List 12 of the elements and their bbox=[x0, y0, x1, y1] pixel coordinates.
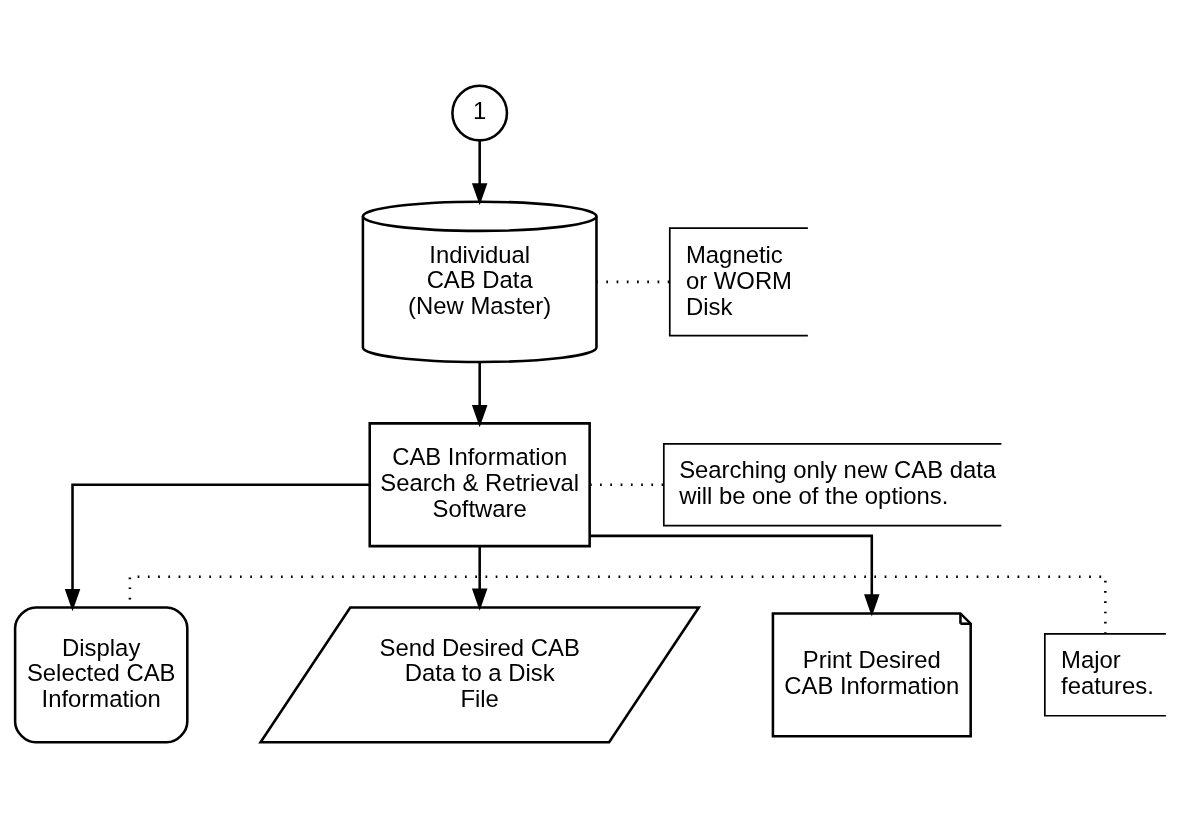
node-circle: 1 bbox=[451, 84, 509, 142]
node-text: Searching only new CAB data will be one of the options. bbox=[679, 455, 997, 509]
node-text: Major features. bbox=[1061, 645, 1154, 699]
arrow bbox=[471, 545, 488, 611]
arrow bbox=[471, 361, 488, 427]
arrow bbox=[589, 534, 880, 617]
connector bbox=[128, 575, 1107, 634]
arrow bbox=[64, 482, 370, 611]
node-text: Magnetic or WORM Disk bbox=[685, 240, 792, 320]
node-box: Display Selected CAB Information bbox=[13, 605, 189, 743]
node-box: CAB Information Search & Retrieval Software bbox=[368, 421, 591, 547]
arrow bbox=[471, 140, 488, 205]
